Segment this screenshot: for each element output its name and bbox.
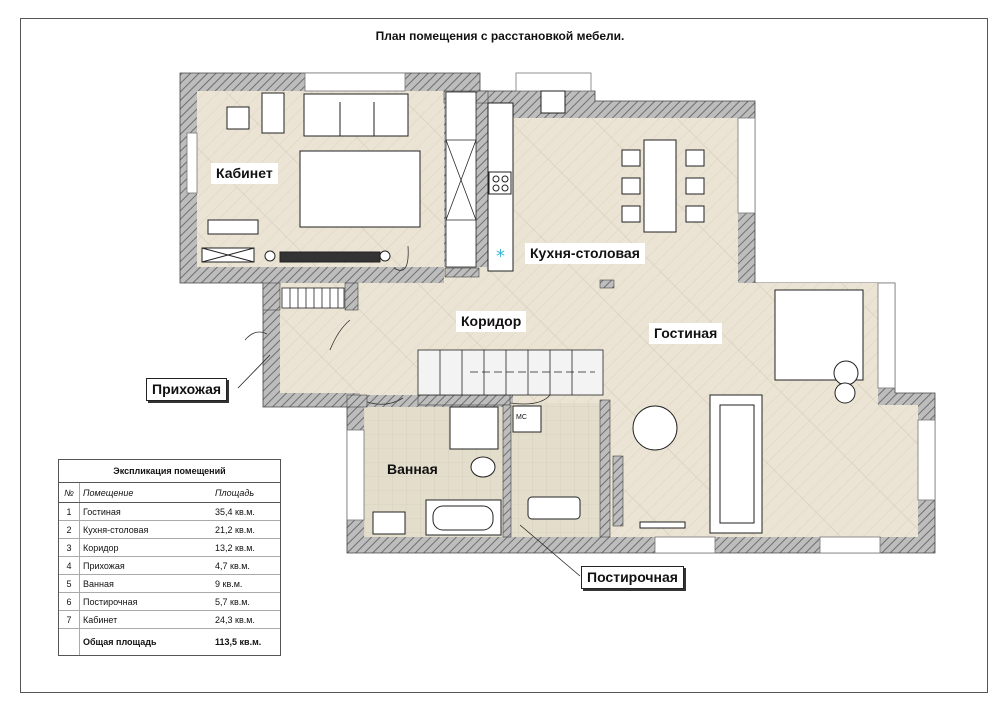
legend-area: 5,7 кв.м. xyxy=(212,592,280,611)
legend-num: 2 xyxy=(59,520,80,539)
legend-room: Прихожая xyxy=(79,556,212,575)
legend-num: 7 xyxy=(59,610,80,629)
room-label-gostinaya: Гостиная xyxy=(649,323,723,344)
room-label-prikhozhaya: Прихожая xyxy=(146,378,228,401)
room-label-kukhnya: Кухня-столовая xyxy=(525,243,645,264)
legend-area: 35,4 кв.м. xyxy=(212,502,280,521)
doors xyxy=(244,245,551,405)
legend-room: Коридор xyxy=(79,538,212,557)
asterisk-icon: * xyxy=(496,246,505,267)
legend-num: 4 xyxy=(59,556,80,575)
legend-total-row: Общая площадь 113,5 кв.м. xyxy=(59,628,280,655)
legend-room: Гостиная xyxy=(79,502,212,521)
prikhozhaya-floor xyxy=(280,310,358,393)
legend-total-blank xyxy=(59,628,80,655)
legend-col-num: № xyxy=(59,483,80,503)
legend-total-label: Общая площадь xyxy=(83,637,157,647)
windows xyxy=(186,72,936,554)
living-furniture xyxy=(632,289,864,534)
legend-room: Постирочная xyxy=(79,592,212,611)
legend-num: 1 xyxy=(59,502,80,521)
sheet-frame xyxy=(20,18,988,693)
legend-room: Кухня-столовая xyxy=(79,520,212,539)
room-label-koridor: Коридор xyxy=(456,311,527,332)
legend-area: 4,7 кв.м. xyxy=(212,556,280,575)
legend-area: 24,3 кв.м. xyxy=(212,610,280,629)
legend-total-value: 113,5 кв.м. xyxy=(215,637,262,647)
legend-room: Кабинет xyxy=(79,610,212,629)
legend-col-area: Площадь xyxy=(212,483,280,503)
kitchen-furniture xyxy=(487,90,705,272)
room-label-vannaya: Ванная xyxy=(387,461,438,477)
mc-label: МС xyxy=(516,414,527,421)
bed xyxy=(299,150,421,228)
legend-col-room: Помещение xyxy=(79,483,212,503)
legend-area: 21,2 кв.м. xyxy=(212,520,280,539)
dining-table xyxy=(643,139,677,233)
legend-table: Экспликация помещений № Помещение Площад… xyxy=(58,459,281,656)
room-label-postirochnaya: Постирочная xyxy=(581,566,684,589)
corridor-furniture xyxy=(281,287,604,396)
kabinet-furniture xyxy=(201,92,421,263)
legend-num: 3 xyxy=(59,538,80,557)
legend-num: 5 xyxy=(59,574,80,593)
wardrobe xyxy=(445,91,477,268)
page-title: План помещения с расстановкой мебели. xyxy=(375,29,625,43)
room-label-kabinet: Кабинет xyxy=(211,163,278,184)
bathroom-furniture xyxy=(372,405,581,536)
legend-area: 13,2 кв.м. xyxy=(212,538,280,557)
round-table xyxy=(632,405,678,451)
legend-area: 9 кв.м. xyxy=(212,574,280,593)
legend-num: 6 xyxy=(59,592,80,611)
legend-header-row: № Помещение Площадь xyxy=(59,483,280,503)
legend-room: Ванная xyxy=(79,574,212,593)
legend-title: Экспликация помещений xyxy=(59,460,280,483)
